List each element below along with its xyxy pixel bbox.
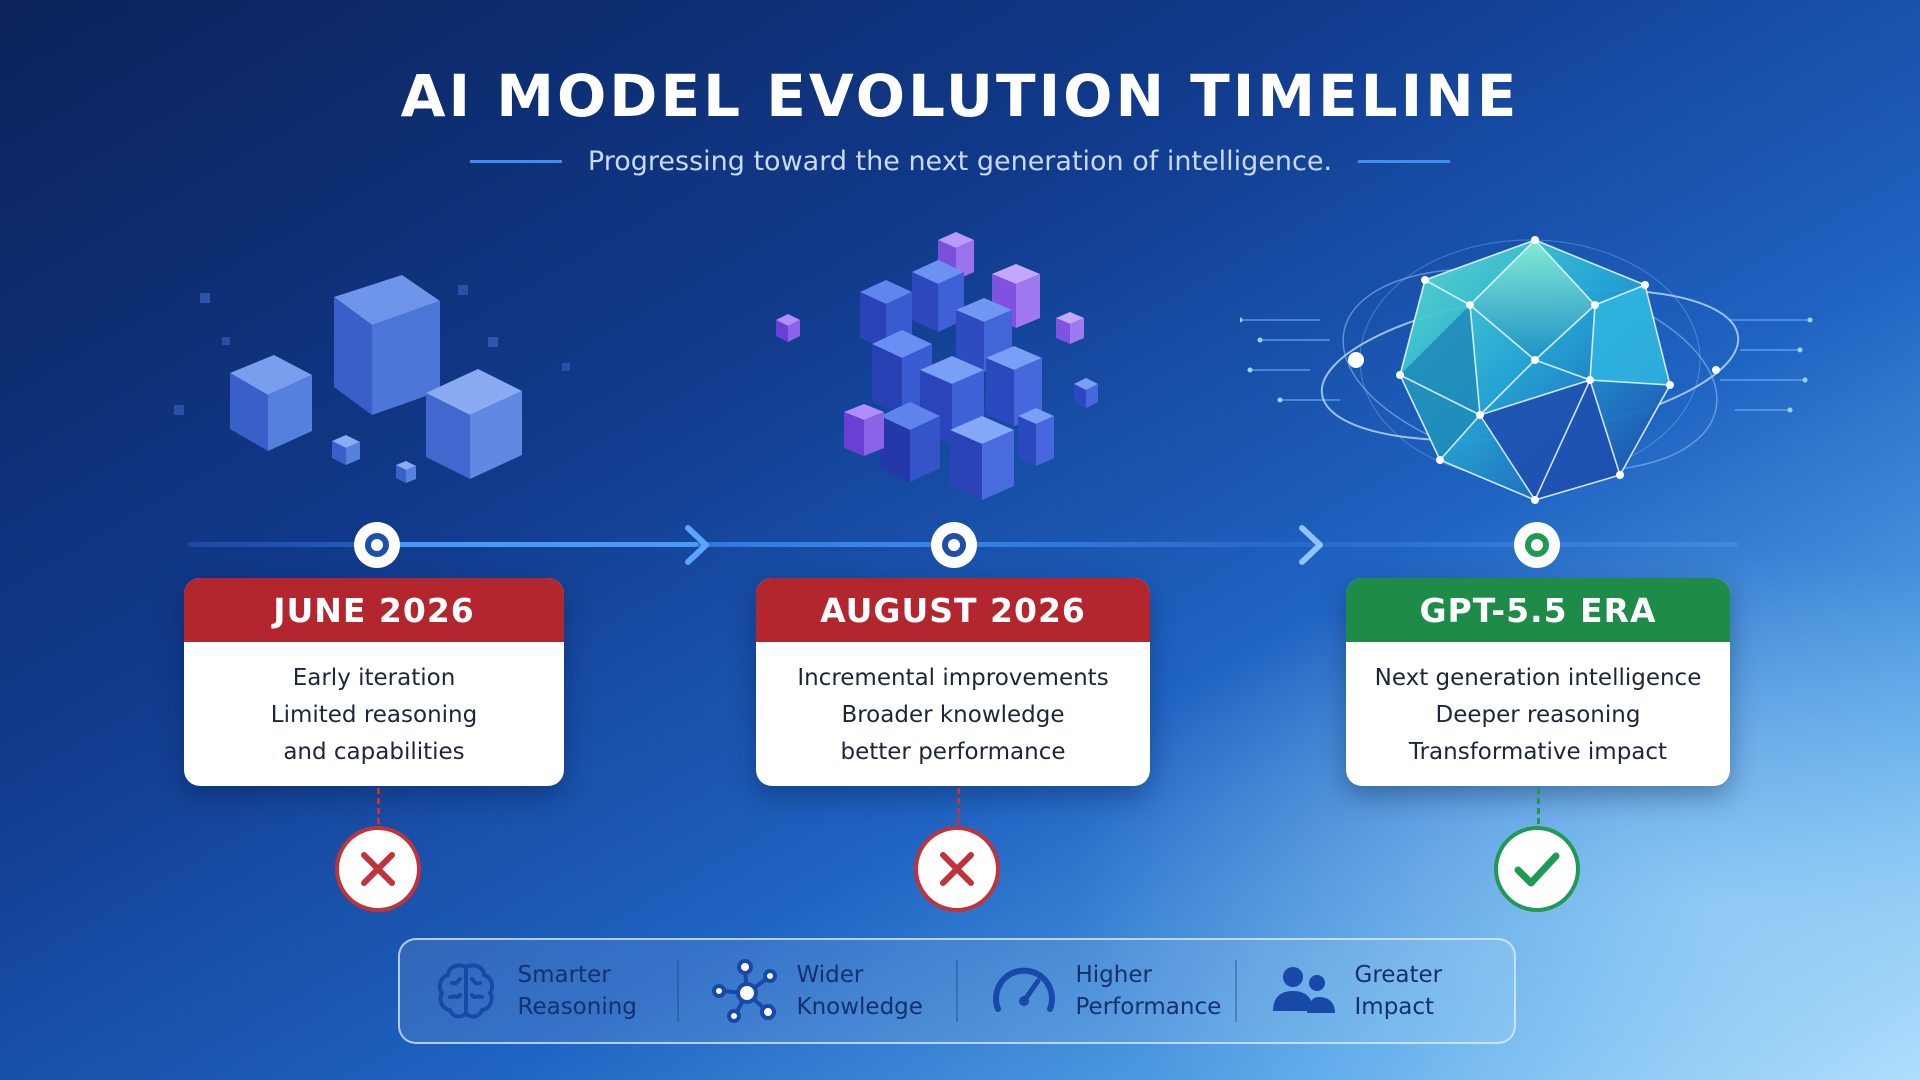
feature-label-line: Performance <box>1075 994 1222 1020</box>
page-subtitle: Progressing toward the next generation o… <box>587 146 1333 177</box>
subtitle-line-right <box>1358 160 1451 163</box>
card-line: Early iteration <box>292 665 456 691</box>
feature-label: Wider Knowledge <box>797 959 927 1023</box>
timeline-node-1 <box>354 522 400 568</box>
status-accepted <box>1494 826 1580 912</box>
card-line: Limited reasoning <box>270 702 478 728</box>
cube-cluster-illustration <box>776 232 1098 500</box>
card-line: Next generation intelligence <box>1374 665 1702 691</box>
status-rejected <box>914 826 1000 912</box>
card-title: AUGUST 2026 <box>756 578 1150 642</box>
feature-label: Higher Performance <box>1075 959 1222 1023</box>
timeline-node-2 <box>931 522 977 568</box>
feature-wider-knowledge: Wider Knowledge <box>679 940 956 1042</box>
brain-icon <box>437 963 494 1019</box>
feature-divider <box>956 960 958 1022</box>
page-title: AI MODEL EVOLUTION TIMELINE <box>400 62 1520 130</box>
card-connector <box>1537 788 1540 824</box>
sparse-cubes-illustration <box>174 275 570 483</box>
feature-label-line: Knowledge <box>796 994 923 1020</box>
subtitle-row: Progressing toward the next generation o… <box>0 146 1920 177</box>
card-line: Incremental improvements <box>797 665 1109 691</box>
card-connector <box>957 788 960 824</box>
chevron-right-icon <box>1299 525 1323 565</box>
subtitle-line-left <box>469 160 562 163</box>
users-icon <box>1272 967 1335 1013</box>
card-body: Early iteration Limited reasoning and ca… <box>184 642 564 771</box>
feature-bar: Smarter Reasoning Wider Kn <box>398 938 1516 1044</box>
timeline-card-august-2026: AUGUST 2026 Incremental improvements Bro… <box>756 578 1150 786</box>
card-body: Incremental improvements Broader knowled… <box>756 642 1150 771</box>
feature-smarter-reasoning: Smarter Reasoning <box>400 940 677 1042</box>
feature-higher-performance: Higher Performance <box>958 940 1235 1042</box>
cross-icon <box>940 852 974 886</box>
card-line: Deeper reasoning <box>1435 702 1641 728</box>
network-icon <box>711 959 777 1023</box>
feature-greater-impact: Greater Impact <box>1237 940 1514 1042</box>
feature-label: Greater Impact <box>1355 959 1485 1023</box>
cross-icon <box>361 852 395 886</box>
feature-divider <box>1235 960 1237 1022</box>
card-line: Transformative impact <box>1408 739 1668 765</box>
card-line: Broader knowledge <box>841 702 1065 728</box>
feature-label-line: Smarter <box>517 962 611 988</box>
status-rejected <box>335 826 421 912</box>
feature-label-line: Impact <box>1354 994 1435 1020</box>
timeline-card-gpt-5-5-era: GPT-5.5 ERA Next generation intelligence… <box>1346 578 1730 786</box>
feature-label: Smarter Reasoning <box>518 959 648 1023</box>
card-connector <box>377 788 380 824</box>
feature-divider <box>677 960 679 1022</box>
chevron-right-icon <box>685 525 709 565</box>
timeline-card-june-2026: JUNE 2026 Early iteration Limited reason… <box>184 578 564 786</box>
timeline-node-3 <box>1514 522 1560 568</box>
card-line: better performance <box>840 739 1066 765</box>
feature-label-line: Greater <box>1354 962 1443 988</box>
checkmark-icon <box>1514 852 1560 887</box>
card-title: JUNE 2026 <box>184 578 564 642</box>
card-body: Next generation intelligence Deeper reas… <box>1346 642 1730 771</box>
timeline-progress-segment <box>378 542 698 547</box>
feature-label-line: Higher <box>1075 962 1152 988</box>
polyhedron-network-illustration <box>1240 236 1813 504</box>
feature-label-line: Wider <box>796 962 864 988</box>
gauge-icon <box>992 967 1055 1012</box>
feature-label-line: Reasoning <box>517 994 637 1020</box>
card-line: and capabilities <box>283 739 465 765</box>
card-title: GPT-5.5 ERA <box>1346 578 1730 642</box>
